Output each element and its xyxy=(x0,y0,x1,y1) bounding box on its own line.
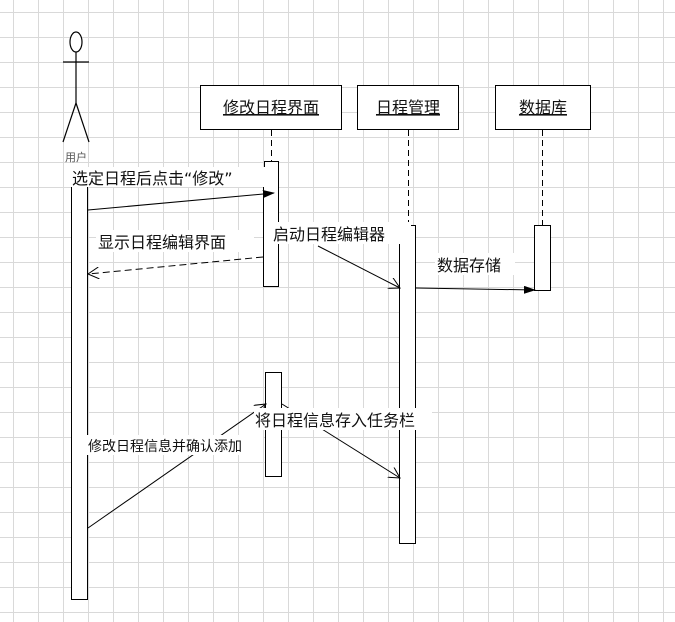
message-label-3: 启动日程编辑器 xyxy=(273,225,385,244)
object-label: 数据库 xyxy=(519,98,567,117)
message-arrow-2 xyxy=(88,256,264,274)
object-label: 修改日程界面 xyxy=(223,98,319,117)
message-label-2: 显示日程编辑界面 xyxy=(98,233,226,252)
message-label-4: 数据存储 xyxy=(437,256,501,275)
object-edit-schedule-ui: 修改日程界面 xyxy=(200,85,342,130)
message-label-5: 修改日程信息并确认添加 xyxy=(88,438,242,455)
message-label-1: 选定日程后点击“修改” xyxy=(72,169,233,188)
actor-label: 用户 xyxy=(65,150,87,164)
object-schedule-manager: 日程管理 xyxy=(357,85,459,130)
activation-database xyxy=(534,225,551,291)
object-label: 日程管理 xyxy=(376,98,440,117)
message-labels: 选定日程后点击“修改” 显示日程编辑界面 启动日程编辑器 数据存储 修改日程信息… xyxy=(70,167,515,455)
message-arrow-3 xyxy=(317,245,400,288)
message-label-6: 将日程信息存入任务栏 xyxy=(255,411,415,430)
message-arrow-4 xyxy=(415,285,536,294)
actor-user xyxy=(62,31,90,143)
activation-user xyxy=(71,180,88,600)
object-database: 数据库 xyxy=(495,85,591,130)
activation-manager xyxy=(399,225,416,544)
message-arrow-1 xyxy=(87,190,275,211)
lifelines xyxy=(271,130,543,225)
message-arrow-5 xyxy=(87,404,266,529)
